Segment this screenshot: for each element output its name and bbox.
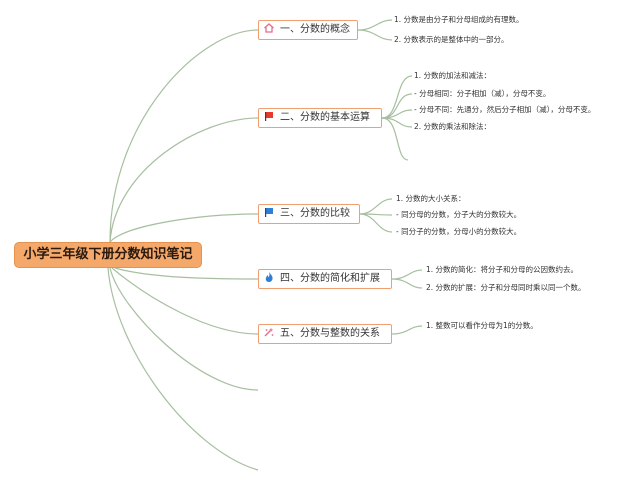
branch-compare[interactable]: 三、分数的比较 xyxy=(258,204,360,224)
branch-label: 三、分数的比较 xyxy=(280,208,350,219)
leaf-item: 2. 分数表示的是整体中的一部分。 xyxy=(394,35,509,44)
branch-concept[interactable]: 一、分数的概念 xyxy=(258,20,358,40)
branch-label: 一、分数的概念 xyxy=(280,24,350,35)
branch-label: 五、分数与整数的关系 xyxy=(280,328,380,339)
flag-icon xyxy=(263,110,275,122)
root-topic[interactable]: 小学三年级下册分数知识笔记 xyxy=(14,242,202,268)
leaf-item: - 同分子的分数，分母小的分数较大。 xyxy=(396,227,522,236)
leaf-item: - 同分母的分数，分子大的分数较大。 xyxy=(396,210,522,219)
fire-icon xyxy=(263,271,275,283)
leaf-item: - 分母相同：分子相加（减），分母不变。 xyxy=(414,89,551,98)
leaf-item: 2. 分数的扩展：分子和分母同时乘以同一个数。 xyxy=(426,283,586,292)
leaf-item: 1. 分数的简化：将分子和分母的公因数约去。 xyxy=(426,265,579,274)
branch-integers[interactable]: 五、分数与整数的关系 xyxy=(258,324,392,344)
branch-label: 二、分数的基本运算 xyxy=(280,112,370,123)
leaf-item: 1. 整数可以看作分母为1的分数。 xyxy=(426,321,538,330)
leaf-item: 1. 分数的加法和减法： xyxy=(414,71,492,80)
leaf-item: 1. 分数的大小关系： xyxy=(396,194,466,203)
branch-simplify[interactable]: 四、分数的简化和扩展 xyxy=(258,269,392,289)
branch-operations[interactable]: 二、分数的基本运算 xyxy=(258,108,382,128)
home-icon xyxy=(263,22,275,34)
branch-label: 四、分数的简化和扩展 xyxy=(280,273,380,284)
leaf-item: 2. 分数的乘法和除法： xyxy=(414,122,492,131)
blue-flag-icon xyxy=(263,206,275,218)
sparkle-icon xyxy=(263,326,275,338)
leaf-item: - 分母不同：先通分，然后分子相加（减），分母不变。 xyxy=(414,105,596,114)
leaf-item: 1. 分数是由分子和分母组成的有理数。 xyxy=(394,15,524,24)
